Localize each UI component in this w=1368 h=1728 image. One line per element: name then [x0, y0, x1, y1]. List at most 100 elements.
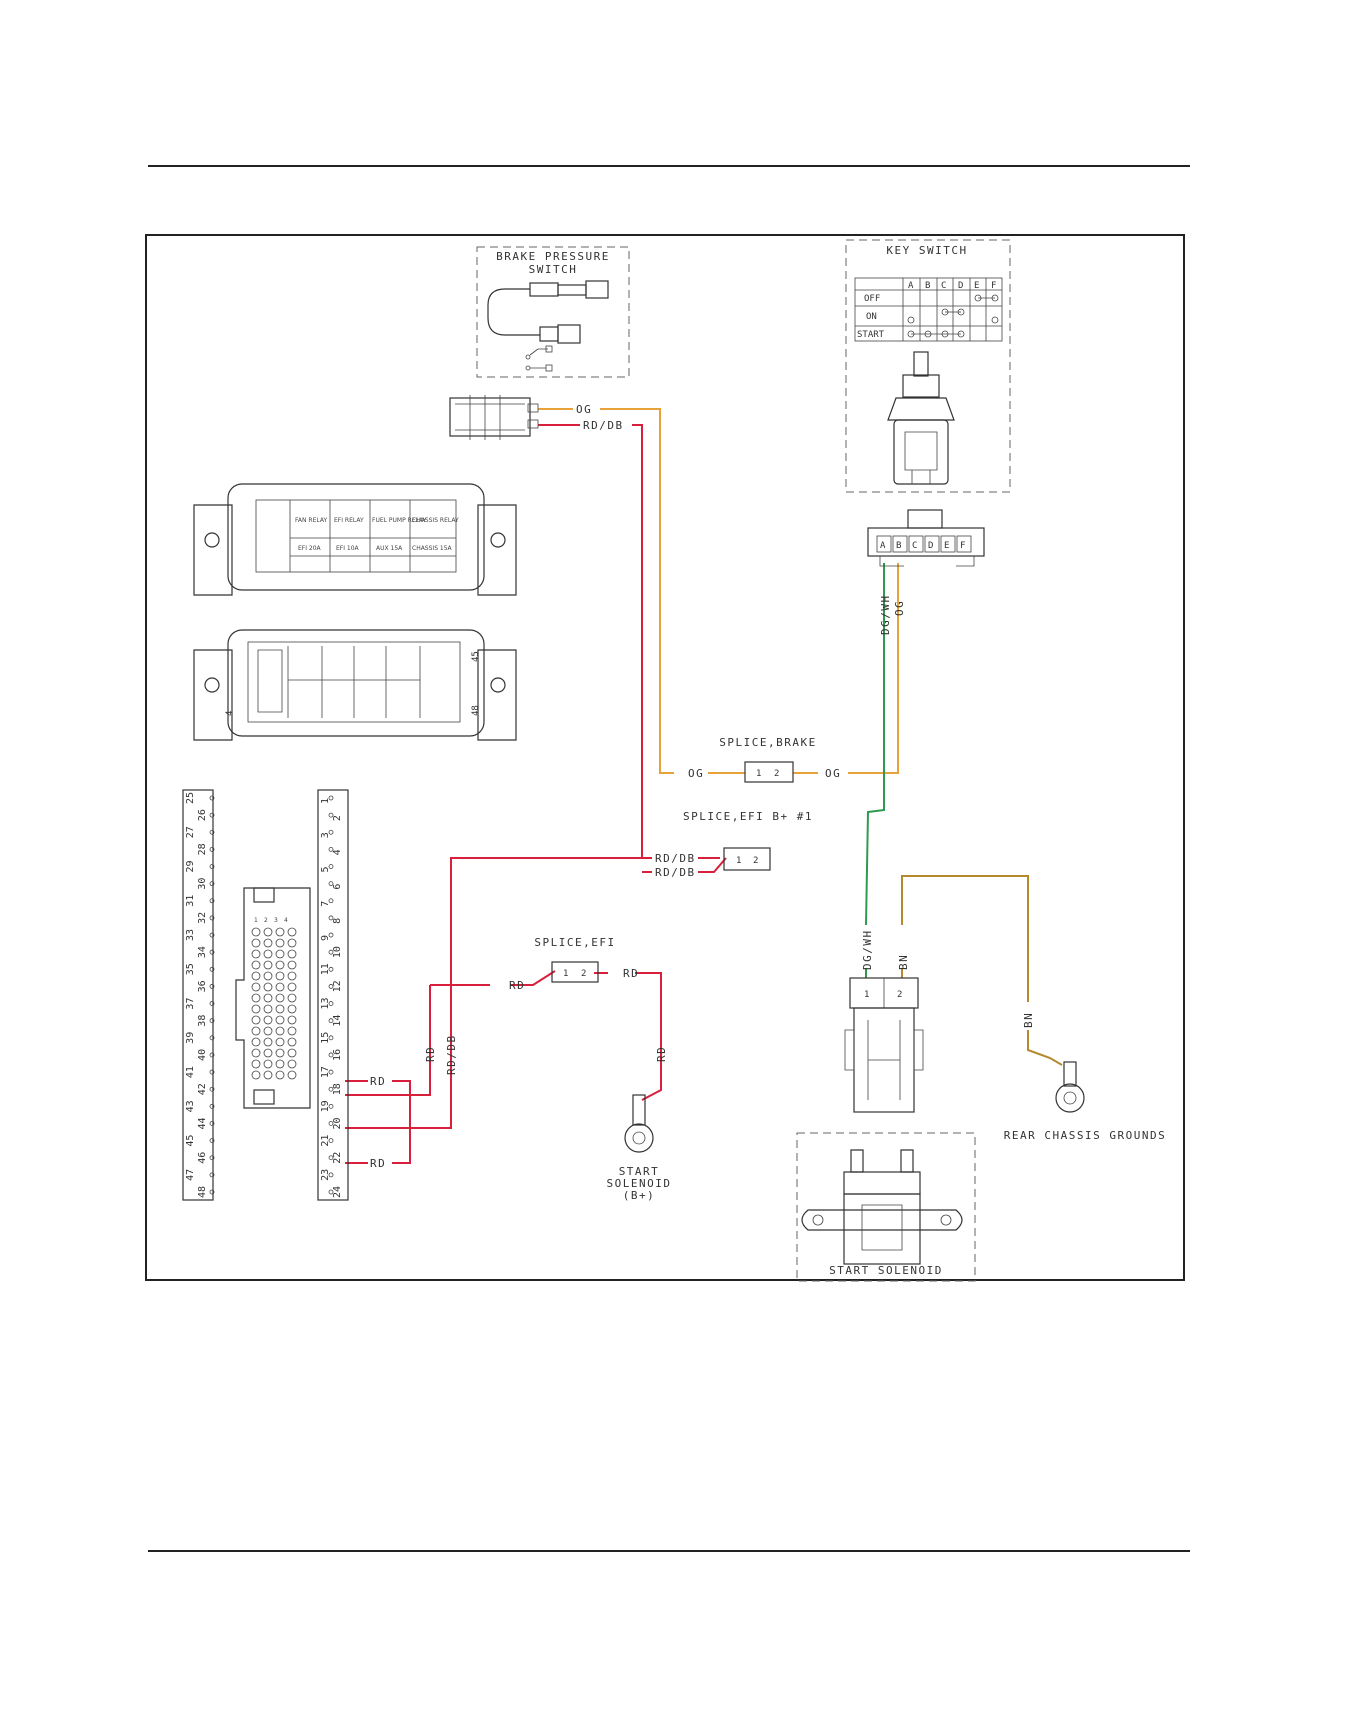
ecu-cavity — [251, 949, 261, 959]
ecu-right-pin-dot-4 — [328, 846, 334, 852]
ecu-left-pin-36: 36 — [197, 980, 208, 992]
key-conn-cell-c — [908, 535, 924, 553]
ecu-right-pin-21: 21 — [320, 1135, 331, 1147]
ecu-left-pin-dot-38 — [209, 1018, 215, 1024]
label-splice-efib-out: RD/DB — [655, 866, 696, 879]
ecu-right-pin-12: 12 — [332, 980, 343, 992]
ecu-cavity — [263, 1026, 273, 1036]
ecu-right-pin-23: 23 — [320, 1169, 331, 1181]
key-on-d — [957, 308, 965, 316]
ecu-right-pin-dot-22 — [328, 1155, 334, 1161]
key-col-f: F — [991, 281, 996, 291]
label-key-dgwh: DG/WH — [879, 594, 892, 635]
key-body-main — [893, 419, 949, 485]
brake-switch-term-2 — [545, 364, 553, 372]
ecu-left-pin-33: 33 — [185, 929, 196, 941]
ecu-left-pin-dot-25 — [209, 795, 215, 801]
fuse-cell-aux: AUX 15A — [376, 545, 403, 552]
ecu-right-pin-4: 4 — [332, 849, 343, 855]
ecu-cavity — [287, 1015, 297, 1025]
ecu-cavity — [275, 927, 285, 937]
splice-efi-box — [551, 961, 599, 983]
brake-connector: OG RD/DB — [449, 395, 622, 440]
key-body-shaft — [913, 351, 929, 377]
ecu-left-pin-37: 37 — [185, 998, 196, 1010]
wire-splice-og-right — [793, 563, 899, 774]
ecu-right-pin-dot-11 — [328, 966, 334, 972]
brake-switch-body-2 — [557, 284, 587, 296]
splice-efib-title: SPLICE,EFI B+ #1 — [683, 810, 813, 823]
start-solenoid-flange — [801, 1209, 963, 1231]
key-col-c: C — [941, 281, 946, 291]
splice-efi-pin-1: 1 — [563, 969, 568, 979]
label-key-og: OG — [893, 600, 906, 616]
ecu-right-pin-dot-17 — [328, 1069, 334, 1075]
ecu-right-pin-2: 2 — [332, 815, 343, 821]
brake-conn-pin-2 — [527, 419, 539, 429]
label-splice-efib-in: RD/DB — [655, 852, 696, 865]
label-splice-efi-out: RD — [623, 967, 639, 980]
ecu-cavity — [251, 1015, 261, 1025]
ecu-cavity — [275, 1059, 285, 1069]
ecu-cavity — [251, 993, 261, 1003]
ecu-cavity — [287, 1004, 297, 1014]
key-switch-box — [845, 239, 1011, 493]
start-solenoid-b-terminal: RD START SOLENOID (B+) — [607, 1046, 670, 1202]
splice-efib-pin-2: 2 — [753, 856, 758, 866]
key-switch-title: KEY SWITCH — [886, 244, 967, 257]
ecu-cavity — [263, 982, 273, 992]
brake-switch-symbol — [529, 348, 548, 369]
wire-brake-rddb — [538, 424, 652, 859]
key-conn-latch — [907, 509, 943, 529]
start-solenoid-hole-r — [940, 1214, 952, 1226]
ecu-cavity — [287, 982, 297, 992]
ecu-left-pin-dot-41 — [209, 1069, 215, 1075]
ecu-left-pin-28: 28 — [197, 843, 208, 855]
ecu-cavity — [263, 949, 273, 959]
ecu-left-pin-39: 39 — [185, 1032, 196, 1044]
ecu-cavity — [275, 1070, 285, 1080]
splice-efib-pin-1: 1 — [736, 856, 741, 866]
ecu-cavity — [287, 971, 297, 981]
ecu-left-pin-dot-32 — [209, 915, 215, 921]
key-on-f — [991, 316, 999, 324]
ecu-right-pin-dot-3 — [328, 829, 334, 835]
ecu-label-2: 2 — [264, 917, 268, 924]
fuse-box-lid-body — [227, 483, 485, 591]
ecu-cavity — [251, 960, 261, 970]
ring-terminal-hole — [632, 1131, 646, 1145]
ecu-strip-right — [317, 789, 349, 1201]
ground-terminal-ring — [1055, 1083, 1085, 1113]
bottom-rule — [148, 1550, 1190, 1552]
fuse-pin-45: 45 — [471, 651, 481, 662]
ecu-cavity — [263, 927, 273, 937]
ecu-right-pin-3: 3 — [320, 832, 331, 838]
key-conn-b: B — [896, 541, 901, 551]
ecu-left-pin-dot-44 — [209, 1121, 215, 1126]
fuse-cell-efi-relay: EFI RELAY — [334, 517, 364, 524]
ecu-left-pin-dot-46 — [209, 1155, 215, 1161]
splice-brake: SPLICE,BRAKE 1 2 OG OG — [688, 736, 840, 783]
fuse-box-lid-hole-l — [204, 532, 220, 548]
ecu-left-pin-dot-40 — [209, 1052, 215, 1058]
ecu-cavity — [251, 1004, 261, 1014]
ecu-cavity — [263, 1037, 273, 1047]
start-solenoid-posts — [850, 1149, 914, 1173]
ecu-cavities — [251, 927, 297, 1080]
brake-switch-body-5 — [557, 324, 581, 344]
start-solenoid-hole-l — [812, 1214, 824, 1226]
ecu-left-pin-44: 44 — [197, 1117, 208, 1129]
fuse-box-base-body — [227, 629, 485, 737]
key-table-outer — [854, 277, 1003, 342]
key-off-e — [974, 294, 982, 302]
start-solenoid-body — [843, 1193, 921, 1265]
ecu-left-pin-dot-37 — [209, 1001, 215, 1006]
ecu-right-pin-dot-13 — [328, 1001, 334, 1006]
splice-efib-box — [723, 847, 771, 871]
brake-switch-title-2: SWITCH — [529, 263, 578, 276]
label-solenoid-rd: RD — [655, 1046, 668, 1062]
fuse-pin-4: 4 — [225, 711, 235, 716]
wire-rd-18 — [345, 1080, 411, 1164]
key-col-a: A — [908, 281, 914, 291]
key-row-off: OFF — [864, 294, 880, 304]
